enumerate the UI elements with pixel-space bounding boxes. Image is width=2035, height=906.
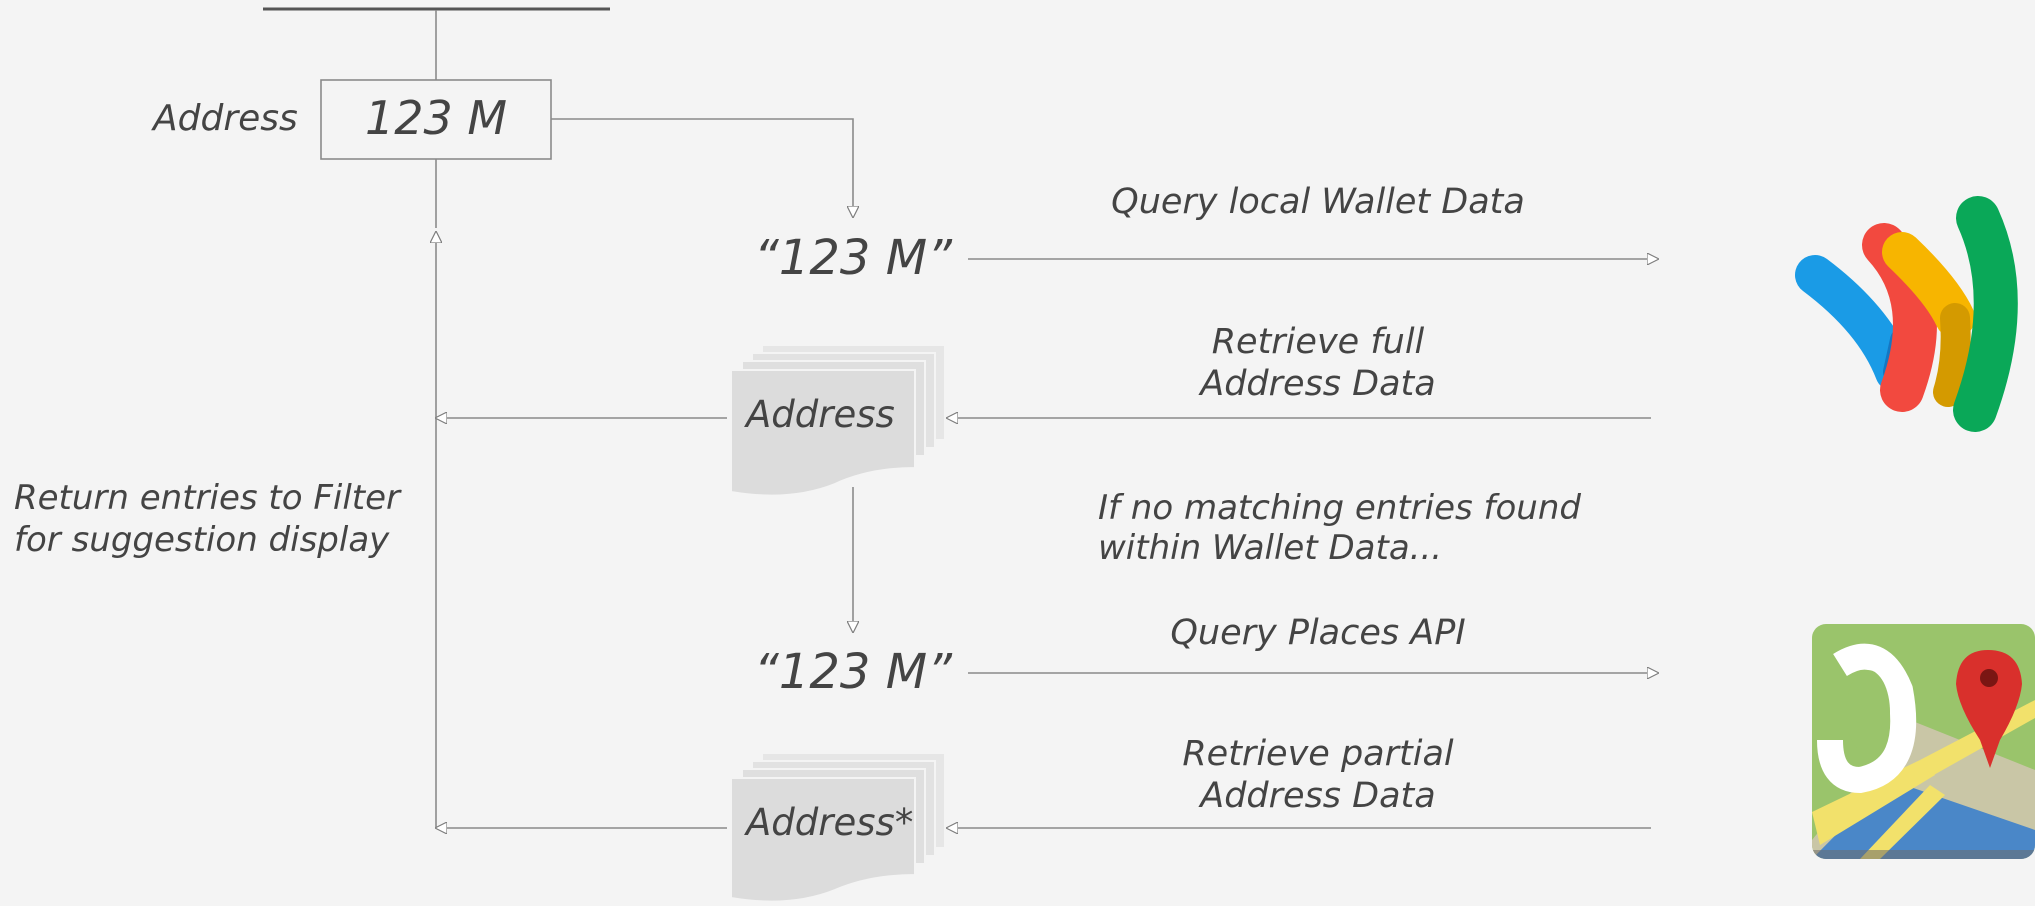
- return-note-line1: Return entries to Filter: [14, 478, 401, 518]
- return-note-line2: for suggestion display: [14, 520, 390, 560]
- input-to-query-arrow: [551, 118, 853, 217]
- wallet-query-string: “123 M”: [753, 230, 953, 286]
- partial-address-document-stack: [730, 752, 946, 903]
- wallet-result-label-line1: Retrieve full: [1211, 322, 1425, 362]
- places-result-label-line2: Address Data: [1200, 776, 1436, 816]
- wallet-result-doc-label: Address: [746, 393, 895, 436]
- google-maps-logo-icon: [1812, 624, 2035, 859]
- address-input-value[interactable]: 123 M: [364, 91, 508, 145]
- address-field-label: Address: [153, 98, 298, 139]
- wallet-result-label-line2: Address Data: [1200, 364, 1436, 404]
- places-query-label: Query Places API: [1170, 613, 1466, 653]
- places-result-label-line1: Retrieve partial: [1182, 734, 1454, 774]
- wallet-query-label: Query local Wallet Data: [1111, 182, 1525, 222]
- places-result-doc-label: Address*: [746, 801, 914, 844]
- address-document-stack: [730, 344, 946, 497]
- google-wallet-logo-icon: [1795, 196, 2018, 432]
- fallback-note-line1: If no matching entries found: [1098, 488, 1581, 528]
- fallback-note-line2: within Wallet Data...: [1098, 528, 1443, 568]
- places-query-string: “123 M”: [753, 644, 953, 700]
